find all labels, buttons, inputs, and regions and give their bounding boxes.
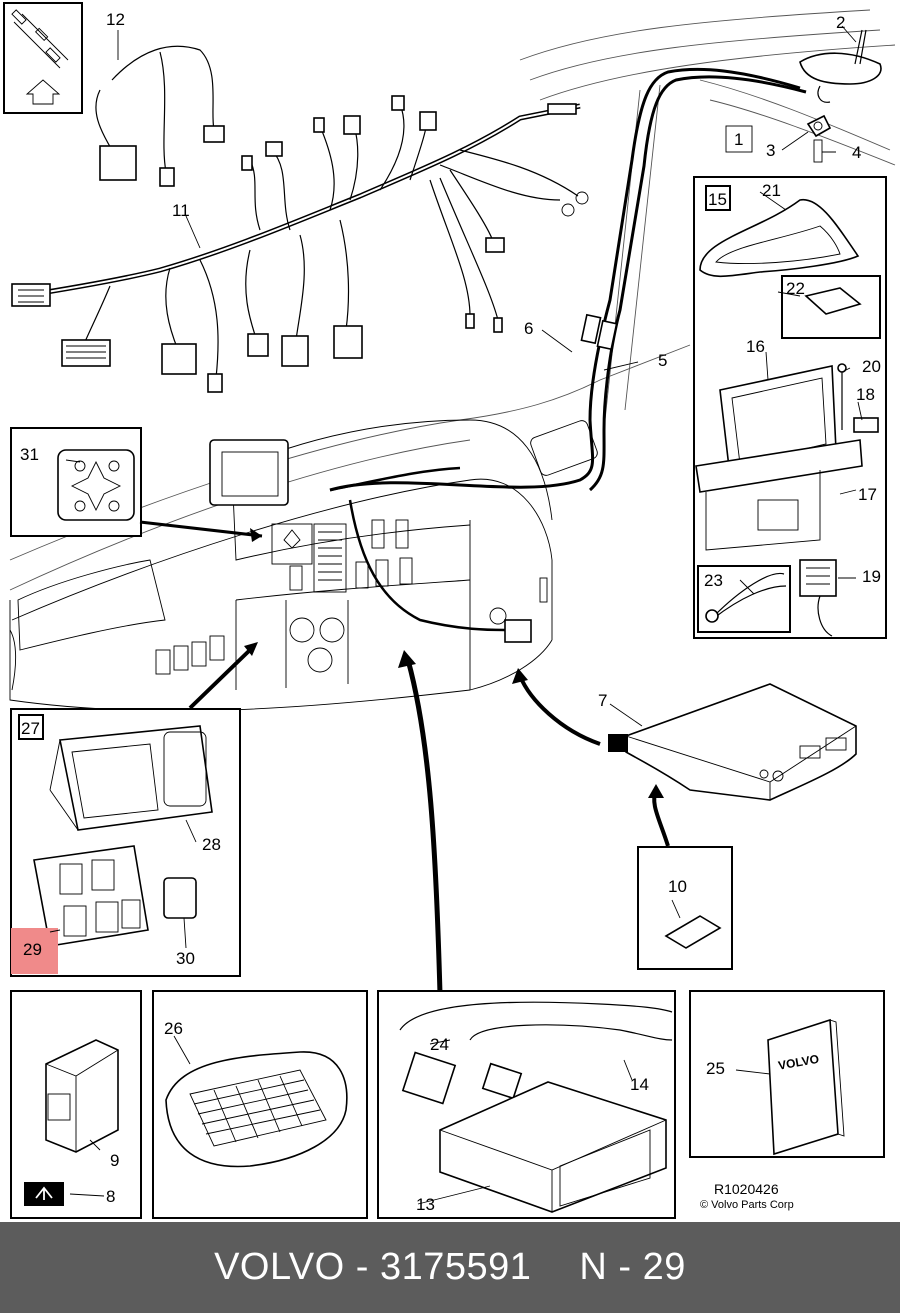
reference-code: R1020426	[714, 1181, 779, 1197]
callout-22: 22	[786, 279, 805, 298]
callout-27: 27	[21, 719, 40, 738]
callout-25: 25	[706, 1059, 725, 1078]
footer-bar: VOLVO - 3175591 N - 29	[0, 1222, 900, 1313]
inset-15-display-kit	[693, 176, 887, 639]
inset-13-14-24-device	[377, 990, 676, 1219]
footer-part-number: 3175591	[379, 1246, 532, 1288]
callout-12: 12	[106, 10, 125, 29]
callout-16: 16	[746, 337, 765, 356]
inset-10-label	[637, 846, 733, 970]
inset-27-panel	[10, 642, 258, 977]
callout-14: 14	[630, 1075, 649, 1094]
inset-8-9-switch	[10, 990, 142, 1219]
callout-1-box	[725, 125, 753, 153]
callout-13: 13	[416, 1195, 435, 1214]
control-unit-7	[512, 668, 857, 847]
callout-6: 6	[524, 319, 533, 338]
callout-11: 11	[172, 201, 190, 220]
callout-19: 19	[862, 567, 881, 586]
callout-8: 8	[106, 1187, 115, 1206]
callout-3: 3	[766, 141, 775, 160]
callout-10: 10	[668, 877, 687, 896]
callout-30: 30	[176, 949, 195, 968]
inset-26-keyboard	[152, 990, 368, 1219]
up-arrow-icon	[25, 79, 61, 105]
cab-dashboard-drawing	[9, 9, 896, 712]
callout-1: 1	[734, 130, 743, 149]
antenna-cable	[329, 67, 801, 492]
footer-separator: -	[355, 1246, 369, 1288]
callout-31: 31	[20, 445, 39, 464]
callout-5: 5	[658, 351, 667, 370]
orientation-inset	[3, 2, 83, 114]
callout-2: 2	[836, 13, 845, 32]
callout-20: 20	[862, 357, 881, 376]
wiring-harness	[11, 45, 589, 393]
antenna	[799, 29, 882, 103]
callout-18: 18	[856, 385, 875, 404]
callout-29: 29	[23, 940, 42, 959]
callout-24: 24	[430, 1035, 449, 1054]
callout-26: 26	[164, 1019, 183, 1038]
callout-7: 7	[598, 691, 607, 710]
callout-9: 9	[110, 1151, 119, 1170]
callout-labels: 1 2 3 4 5 6 7 8 9 10 11 12 13 14 15 16 1…	[20, 10, 881, 1214]
callout-28: 28	[202, 835, 221, 854]
copyright: © Volvo Parts Corp	[700, 1199, 794, 1211]
footer-brand: VOLVO	[214, 1246, 345, 1288]
parts-diagram: 1 2 3 4 5 6 7 8 9 10 11 12 13 14 15 16 1…	[3, 2, 896, 1219]
callout-15: 15	[708, 190, 727, 209]
inset-31-switch	[10, 427, 263, 542]
callout-23: 23	[704, 571, 723, 590]
callout-17: 17	[858, 485, 877, 504]
callout-21: 21	[762, 181, 781, 200]
mounting-bolt	[806, 114, 832, 163]
footer-position: N - 29	[579, 1246, 686, 1288]
callout-4: 4	[852, 143, 861, 162]
inset-25-manual	[689, 990, 885, 1158]
highlight-29	[11, 928, 58, 974]
